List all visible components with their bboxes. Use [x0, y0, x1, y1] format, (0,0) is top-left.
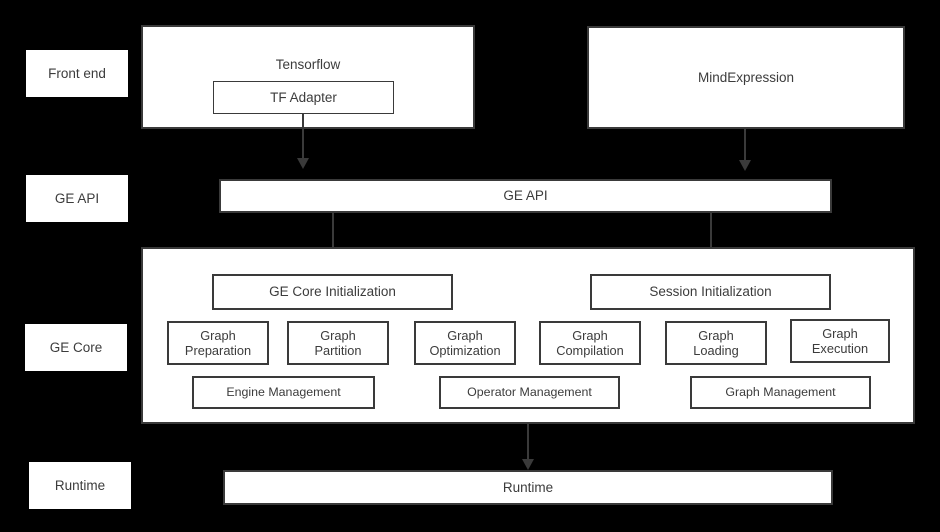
graph-optimization-box[interactable]: Graph Optimization	[414, 321, 516, 365]
engine-management-label: Engine Management	[226, 385, 341, 400]
graph-partition-label-line1: Graph	[320, 327, 356, 343]
graph-preparation-box[interactable]: Graph Preparation	[167, 321, 269, 365]
graph-loading-label-line2: Loading	[693, 343, 739, 358]
graph-management-box[interactable]: Graph Management	[690, 376, 871, 409]
ge-api-bar[interactable]: GE API	[219, 179, 832, 213]
graph-compilation-label-line2: Compilation	[556, 343, 624, 358]
ge-core-initialization-label: GE Core Initialization	[269, 284, 396, 300]
graph-preparation-label-line2: Preparation	[184, 343, 252, 358]
mindexpression-label: MindExpression	[697, 69, 795, 85]
layer-label-ge-api-text: GE API	[54, 190, 100, 206]
layer-label-ge-core-text: GE Core	[49, 339, 103, 355]
tf-adapter-box[interactable]: TF Adapter	[213, 81, 394, 114]
connector-tf-adapter-to-ge-api	[302, 113, 304, 161]
operator-management-box[interactable]: Operator Management	[439, 376, 620, 409]
graph-loading-box[interactable]: Graph Loading	[665, 321, 767, 365]
graph-loading-label-line1: Graph	[698, 327, 734, 343]
tensorflow-label: Tensorflow	[275, 57, 341, 72]
tf-adapter-label: TF Adapter	[270, 89, 337, 105]
graph-optimization-label-line1: Graph	[447, 327, 483, 343]
graph-execution-box[interactable]: Graph Execution	[790, 319, 890, 363]
operator-management-label: Operator Management	[467, 385, 592, 400]
runtime-bar-label: Runtime	[502, 479, 554, 495]
layer-label-ge-core: GE Core	[25, 324, 127, 371]
graph-partition-box[interactable]: Graph Partition	[287, 321, 389, 365]
layer-label-ge-api: GE API	[26, 175, 128, 222]
ge-core-initialization-box[interactable]: GE Core Initialization	[212, 274, 453, 310]
connector-ge-core-to-runtime-arrowhead	[522, 459, 534, 470]
connector-mindexpression-to-ge-api	[744, 129, 746, 163]
session-initialization-label: Session Initialization	[649, 284, 772, 300]
graph-partition-label-line2: Partition	[314, 343, 362, 358]
connector-ge-api-to-session-initialization	[710, 213, 712, 263]
layer-label-front-end-text: Front end	[48, 65, 106, 81]
mindexpression-box[interactable]: MindExpression	[587, 26, 905, 129]
layer-label-front-end: Front end	[26, 50, 128, 97]
graph-preparation-label-line1: Graph	[200, 327, 236, 343]
graph-execution-label-line2: Execution	[811, 341, 869, 356]
engine-management-box[interactable]: Engine Management	[192, 376, 375, 409]
ge-api-bar-label: GE API	[503, 188, 548, 204]
graph-compilation-box[interactable]: Graph Compilation	[539, 321, 641, 365]
graph-compilation-label-line1: Graph	[572, 327, 608, 343]
session-initialization-box[interactable]: Session Initialization	[590, 274, 831, 310]
connector-mindexpression-to-ge-api-arrowhead	[739, 160, 751, 171]
connector-ge-api-to-ge-core-initialization	[332, 213, 334, 263]
layer-label-runtime-text: Runtime	[54, 477, 106, 493]
connector-tf-adapter-to-ge-api-arrowhead	[297, 158, 309, 169]
connector-ge-core-to-runtime	[527, 424, 529, 462]
graph-optimization-label-line2: Optimization	[429, 343, 501, 358]
graph-execution-label-line1: Graph	[822, 325, 858, 341]
runtime-bar[interactable]: Runtime	[223, 470, 833, 505]
graph-management-label: Graph Management	[725, 385, 836, 400]
layer-label-runtime: Runtime	[29, 462, 131, 509]
